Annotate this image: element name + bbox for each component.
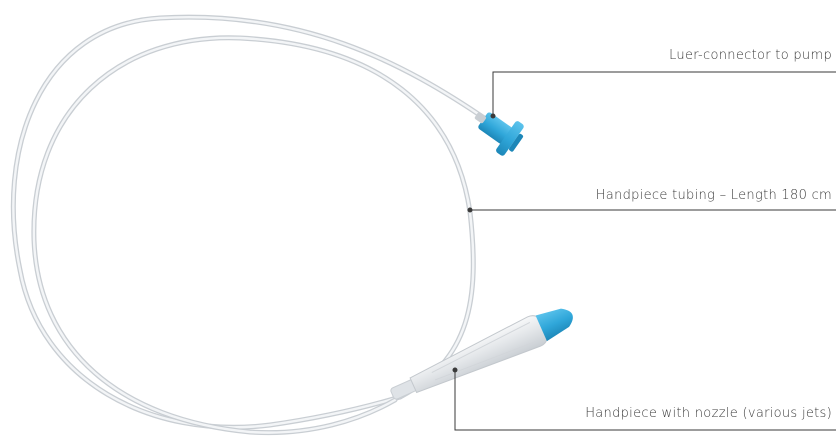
luer-connector [474,112,524,156]
callout-handpiece: Handpiece with nozzle (various jets) [585,406,832,421]
callout-leaders [452,71,836,431]
leader-handpiece [454,370,836,431]
leader-luer [492,71,836,116]
nozzle [535,308,573,342]
callout-luer-connector: Luer-connector to pump [669,48,832,63]
handpiece [390,308,573,400]
handpiece-tubing [10,14,493,436]
callout-handpiece-tubing: Handpiece tubing – Length 180 cm [595,188,832,203]
